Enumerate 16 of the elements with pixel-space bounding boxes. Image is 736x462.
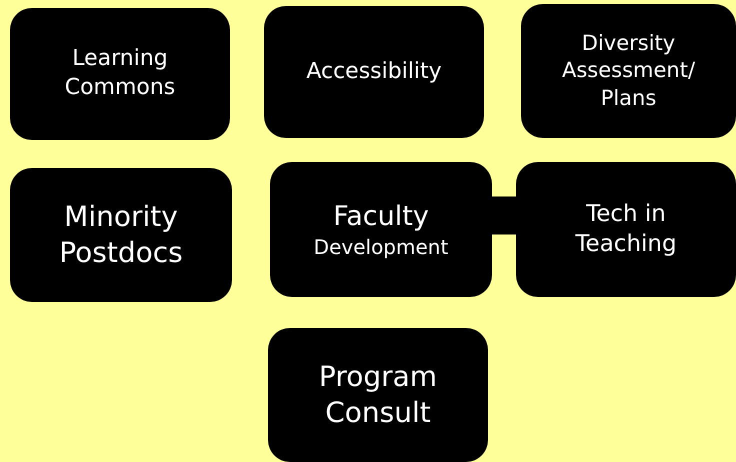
box-label: Minority Postdocs — [58, 198, 184, 271]
rounded-box — [516, 162, 736, 297]
rounded-box — [10, 8, 230, 140]
rounded-box — [268, 328, 488, 462]
box-label: Development — [314, 234, 448, 260]
box-label: Learning Commons — [64, 45, 176, 102]
box-label: Tech in Teaching — [574, 200, 678, 258]
rounded-box — [10, 168, 232, 302]
rounded-box — [270, 162, 492, 297]
box-label: Program Consult — [318, 358, 438, 431]
connector-bar — [492, 196, 516, 234]
rounded-box — [521, 4, 736, 138]
box-label: Faculty — [333, 200, 429, 234]
box-label: Diversity Assessment/ Plans — [560, 30, 696, 112]
rounded-box — [264, 6, 484, 138]
box-label: Accessibility — [306, 58, 442, 86]
